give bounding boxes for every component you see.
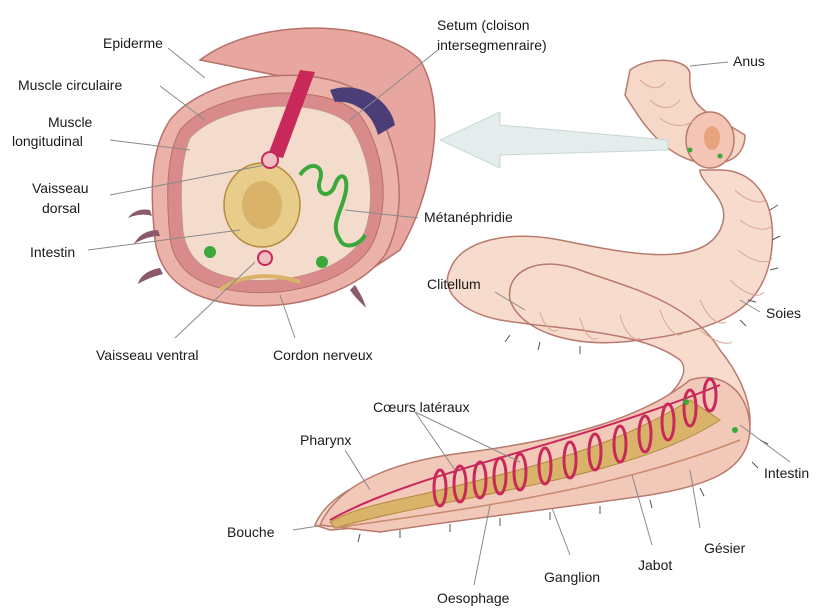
label-anus: Anus — [733, 53, 765, 69]
cell-dot — [732, 427, 738, 433]
label-jabot: Jabot — [638, 557, 672, 573]
label-oesophage: Oesophage — [437, 590, 510, 606]
label-intestin-section: Intestin — [30, 244, 75, 260]
intestine-lumen — [242, 181, 282, 229]
label-vaisseau-dorsal-2: dorsal — [42, 200, 80, 216]
direction-arrow — [440, 112, 668, 168]
label-gesier: Gésier — [704, 540, 746, 556]
label-muscle-circulaire: Muscle circulaire — [18, 77, 122, 93]
label-bouche: Bouche — [227, 524, 275, 540]
label-setum-1: Setum (cloison — [437, 17, 530, 33]
label-vaisseau-ventral: Vaisseau ventral — [96, 347, 198, 363]
anus-inner — [704, 126, 720, 150]
label-ganglion: Ganglion — [544, 569, 600, 585]
cross-section — [128, 28, 435, 308]
nephridia-dot — [204, 246, 216, 258]
label-coeurs-lateraux: Cœurs latéraux — [373, 399, 469, 415]
cell-dot — [718, 154, 723, 159]
label-clitellum: Clitellum — [427, 276, 481, 292]
label-metanephridie: Métanéphridie — [424, 209, 513, 225]
label-cordon-nerveux: Cordon nerveux — [273, 347, 373, 363]
cell-dot — [688, 148, 693, 153]
nephridia-dot — [316, 256, 328, 268]
label-vaisseau-dorsal-1: Vaisseau — [32, 180, 89, 196]
label-epiderme: Epiderme — [103, 35, 163, 51]
label-muscle-longitudinal-1: Muscle — [48, 114, 93, 130]
label-intestin-body: Intestin — [764, 465, 809, 481]
cell-dot — [683, 399, 689, 405]
label-soies: Soies — [766, 305, 801, 321]
ventral-vessel-ring — [258, 251, 272, 265]
label-pharynx: Pharynx — [300, 432, 351, 448]
label-setum-2: intersegmenraire) — [437, 37, 547, 53]
label-muscle-longitudinal-2: longitudinal — [12, 133, 83, 149]
